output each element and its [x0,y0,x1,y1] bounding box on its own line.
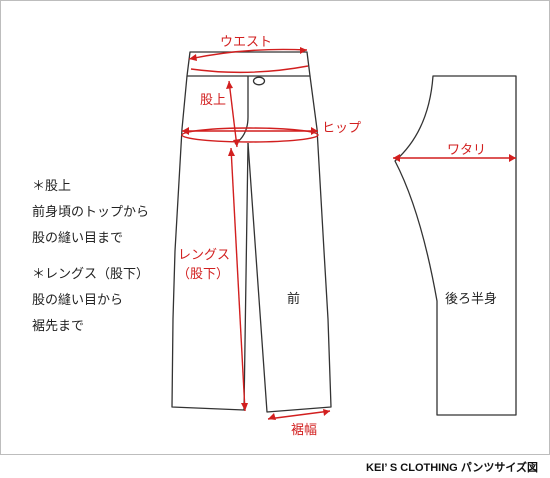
rise-line [228,80,238,148]
note-rise-title: ＊股上 [32,179,72,194]
arrowhead [228,148,235,156]
measure-lines [181,48,516,420]
waist-line [188,48,308,60]
waist-arc [190,65,309,74]
arrowhead [233,139,240,147]
footer-caption: KEI’ S CLOTHING パンツサイズ図 [366,462,538,474]
button [252,76,266,86]
label-hip: ヒップ [322,121,361,136]
label-inseam-sub: （股下） [177,267,229,282]
diagram-frame: ウエスト 股上 ヒップ ワタリ レングス （股下） 裾幅 前 後ろ半身 ＊股上 … [0,0,550,455]
arrowhead [393,154,400,162]
inseam-line [230,147,246,412]
note-inseam-line2: 裾先まで [32,319,85,334]
arrowheads [182,47,516,420]
arrowhead [182,127,189,135]
pants-size-diagram: ウエスト 股上 ヒップ ワタリ レングス （股下） 裾幅 前 後ろ半身 [171,35,517,438]
label-waist: ウエスト [220,35,272,50]
note-rise-line1: 前身頃のトップから [32,205,150,220]
arrowhead [241,403,248,411]
arrowhead [323,409,330,416]
front-right-leg [247,75,332,413]
note-inseam-line1: 股の縫い目から [32,293,124,308]
arrowhead [311,127,318,135]
arrowhead [226,81,233,89]
note-rise-line2: 股の縫い目まで [32,231,124,246]
label-front: 前 [287,291,300,307]
arrowhead [300,47,307,54]
note-inseam-title: ＊レングス（股下） [32,267,150,282]
label-back: 後ろ半身 [445,291,497,307]
label-hem: 裾幅 [291,423,317,438]
label-thigh: ワタリ [447,143,486,158]
label-rise: 股上 [200,93,226,108]
front-left-leg [171,75,249,411]
arrowhead [509,154,516,162]
fly-stitch [234,76,249,145]
back-half-outline [394,75,517,416]
arrowhead [189,54,197,61]
label-inseam: レングス [178,248,230,263]
hip-arc [181,127,319,143]
front-pants [171,51,332,413]
arrowhead [268,413,276,420]
hem-line [267,410,331,420]
